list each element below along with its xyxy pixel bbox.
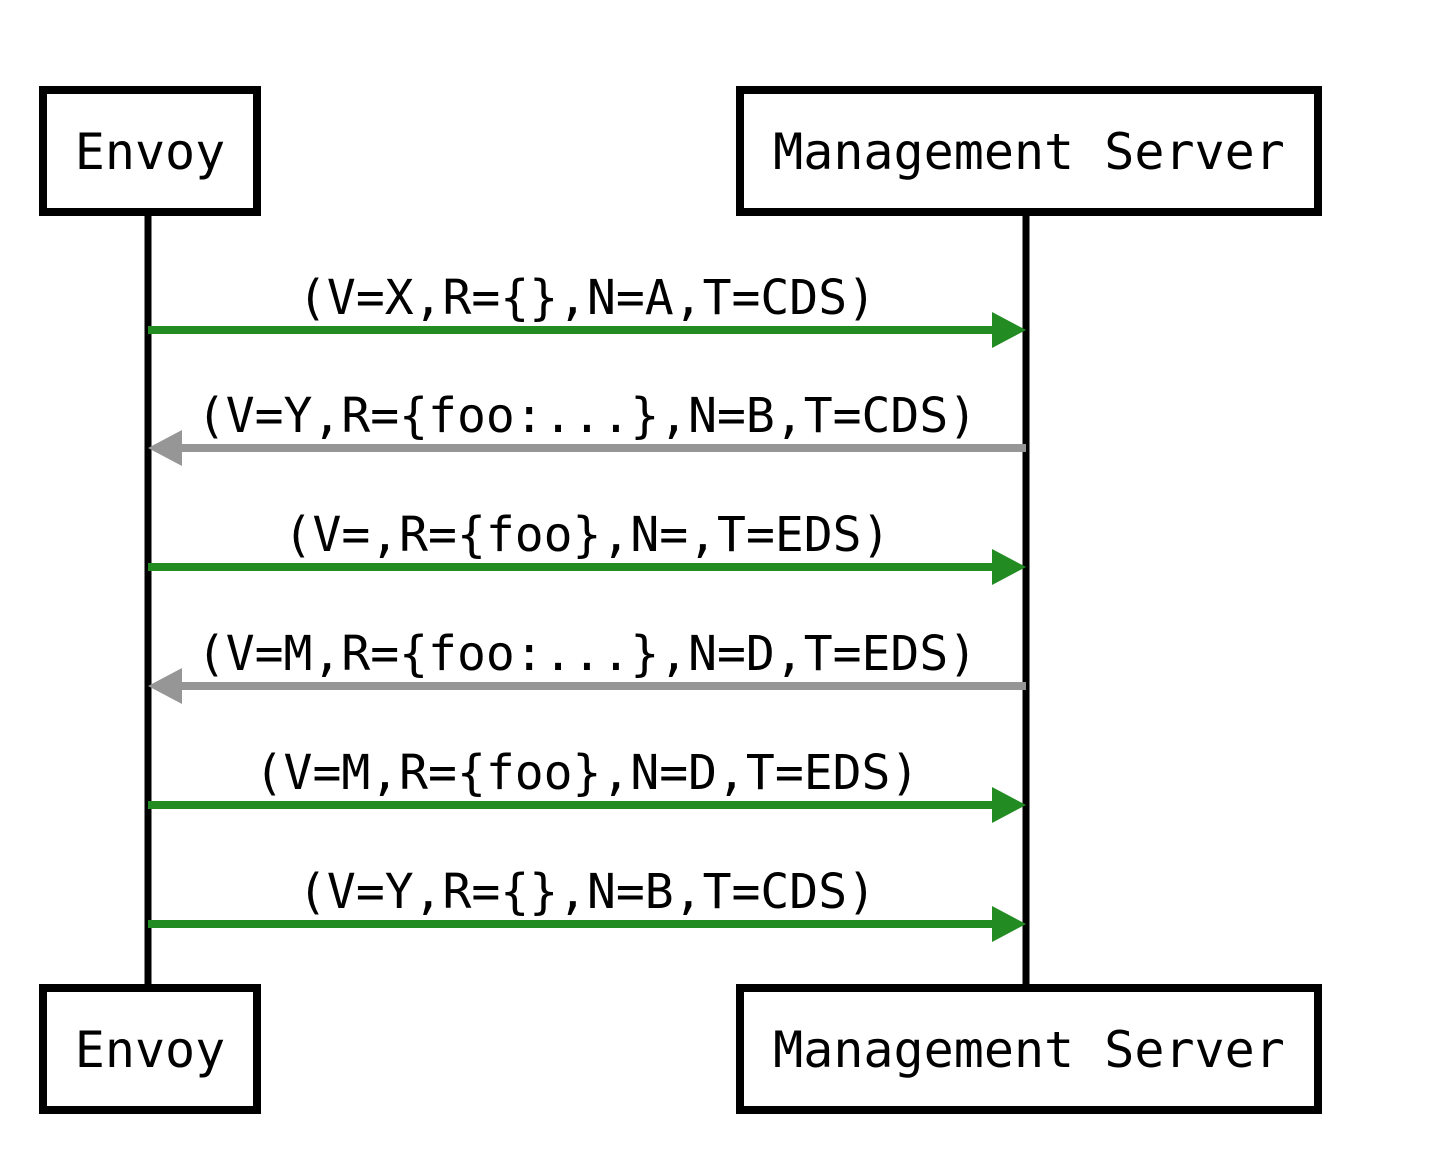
actor-box	[736, 86, 1322, 216]
actor-label: Envoy	[75, 1021, 226, 1079]
message-label: (V=Y,R={foo:...},N=B,T=CDS)	[197, 388, 977, 444]
actor-box	[39, 86, 261, 216]
arrowhead-left-icon	[148, 668, 182, 704]
message-response-cds: (V=Y,R={foo:...},N=B,T=CDS)	[148, 388, 1026, 466]
message-label: (V=M,R={foo:...},N=D,T=EDS)	[197, 626, 977, 682]
message-label: (V=X,R={},N=A,T=CDS)	[298, 270, 876, 326]
actor-label: Envoy	[75, 123, 226, 181]
arrowhead-right-icon	[992, 312, 1026, 348]
arrowhead-left-icon	[148, 430, 182, 466]
arrowhead-right-icon	[992, 787, 1026, 823]
message-request-cds: (V=X,R={},N=A,T=CDS)	[148, 270, 1026, 348]
actor-management-server-bottom: Management Server	[736, 984, 1322, 1114]
actor-envoy-bottom: Envoy	[39, 984, 261, 1114]
message-request-eds: (V=,R={foo},N=,T=EDS)	[148, 507, 1026, 585]
actor-label: Management Server	[773, 123, 1285, 181]
actor-box	[736, 984, 1322, 1114]
actor-envoy-top: Envoy	[39, 86, 261, 216]
message-response-eds: (V=M,R={foo:...},N=D,T=EDS)	[148, 626, 1026, 704]
actor-management-server-top: Management Server	[736, 86, 1322, 216]
actor-label: Management Server	[773, 1021, 1285, 1079]
message-ack-cds: (V=Y,R={},N=B,T=CDS)	[148, 864, 1026, 942]
arrowhead-right-icon	[992, 549, 1026, 585]
message-ack-eds: (V=M,R={foo},N=D,T=EDS)	[148, 745, 1026, 823]
arrowhead-right-icon	[992, 906, 1026, 942]
message-label: (V=Y,R={},N=B,T=CDS)	[298, 864, 876, 920]
message-label: (V=,R={foo},N=,T=EDS)	[284, 507, 891, 563]
message-label: (V=M,R={foo},N=D,T=EDS)	[255, 745, 920, 801]
actor-box	[39, 984, 261, 1114]
